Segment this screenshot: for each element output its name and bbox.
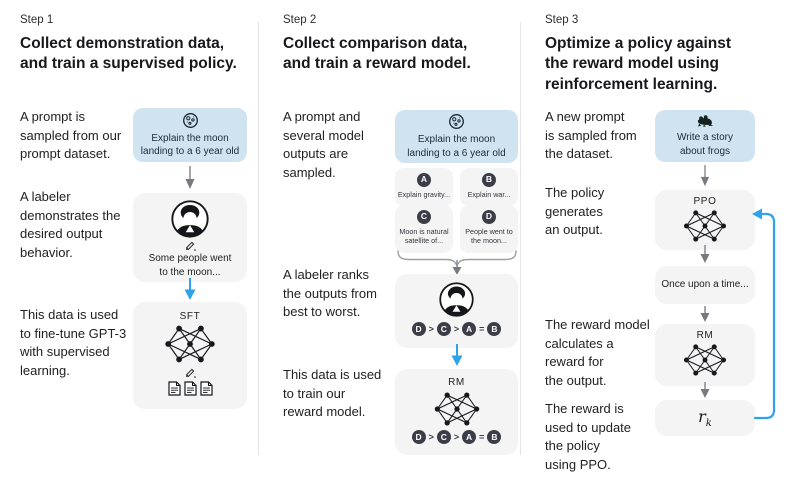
step2-labeler-box: D > C > A = B: [395, 274, 518, 348]
ranking-row: D > C > A = B: [411, 430, 502, 444]
step3-caption-update: The reward is used to update the policy …: [545, 401, 632, 473]
output-c-box: C Moon is natural satellite of...: [395, 205, 453, 253]
pencil-icon: [184, 239, 196, 251]
pencil-icon: [184, 366, 196, 378]
feedback-loop-arrow: [752, 208, 776, 420]
rank-item: A: [462, 322, 477, 336]
rank-item: C: [436, 322, 451, 336]
network-icon: [682, 209, 728, 243]
sft-label: SFT: [179, 311, 201, 322]
step3-caption-policy: The policy generates an output.: [545, 185, 605, 238]
step3-label: Step 3: [545, 14, 579, 26]
step2-caption-ranks: A labeler ranks the outputs from best to…: [283, 267, 377, 320]
step3-prompt-box: Write a story about frogs: [655, 110, 755, 162]
step1-prompt-text: Explain the moon landing to a 6 year old: [140, 132, 240, 158]
step2-prompt-box: Explain the moon landing to a 6 year old: [395, 110, 518, 163]
rank-separator: >: [428, 432, 434, 442]
output-a-badge: A: [417, 173, 431, 187]
output-d-text: People went to the moon...: [465, 227, 513, 246]
step3-caption-reward-model: The reward model calculates a reward for…: [545, 317, 650, 389]
ppo-label: PPO: [693, 196, 717, 207]
step2-caption-prompt: A prompt and several model outputs are s…: [283, 109, 364, 181]
rank-item: D: [411, 322, 426, 336]
rank-item: C: [436, 430, 451, 444]
column-divider: [258, 22, 259, 455]
rank-item: D: [411, 430, 426, 444]
arrow-down-icon: [183, 165, 197, 191]
output-d-box: D People went to the moon...: [460, 205, 518, 253]
document-icon: [184, 381, 197, 396]
rank-item: B: [487, 322, 502, 336]
rank-item: B: [487, 430, 502, 444]
network-icon: [682, 343, 728, 377]
step3-caption-prompt: A new prompt is sampled from the dataset…: [545, 109, 637, 162]
network-icon: [433, 391, 481, 427]
step3-title: Optimize a policy against the reward mod…: [545, 35, 732, 93]
rank-separator: =: [479, 432, 485, 442]
step1-caption-labeler: A labeler demonstrates the desired outpu…: [20, 189, 121, 261]
rank-separator: >: [453, 324, 460, 334]
step1-labeler-box: Some people went to the moon...: [133, 193, 247, 282]
step3-reward-box: rk: [655, 400, 755, 436]
step1-label: Step 1: [20, 14, 54, 26]
step1-prompt-box: Explain the moon landing to a 6 year old: [133, 108, 247, 162]
moon-icon: [182, 112, 199, 129]
output-c-text: Moon is natural satellite of...: [399, 227, 449, 246]
rank-separator: =: [479, 324, 485, 334]
arrow-down-icon: [452, 260, 462, 275]
column-divider: [520, 22, 521, 455]
rm-label: RM: [696, 330, 714, 341]
arrow-down-blue-icon: [450, 343, 464, 367]
network-icon: [164, 324, 216, 364]
arrow-down-icon: [700, 382, 710, 398]
output-b-box: B Explain war...: [460, 168, 518, 206]
step2-caption-train: This data is used to train our reward mo…: [283, 367, 382, 420]
output-c-badge: C: [417, 210, 431, 224]
step1-sft-box: SFT: [133, 302, 247, 409]
reward-value: rk: [698, 406, 712, 430]
ranking-row: D > C > A = B: [411, 322, 502, 336]
rm-label: RM: [448, 377, 465, 388]
document-icon: [200, 381, 213, 396]
arrow-down-icon: [698, 164, 712, 188]
step2-label: Step 2: [283, 14, 317, 26]
document-icon: [168, 381, 181, 396]
output-d-badge: D: [482, 210, 496, 224]
step3-output-text: Once upon a time...: [661, 279, 749, 291]
rank-separator: >: [428, 324, 434, 334]
output-a-box: A Explain gravity...: [395, 168, 453, 206]
step1-caption-finetune: This data is used to fine-tune GPT-3 wit…: [20, 307, 127, 379]
frog-icon: [696, 114, 715, 128]
labeler-avatar-icon: [439, 282, 474, 317]
step2-prompt-text: Explain the moon landing to a 6 year old: [407, 134, 506, 159]
rank-separator: >: [453, 432, 460, 442]
output-a-text: Explain gravity...: [397, 190, 451, 199]
step3-rm-box: RM: [655, 324, 755, 386]
step1-caption-prompt: A prompt is sampled from our prompt data…: [20, 109, 122, 162]
documents-row: [168, 381, 213, 396]
step3-prompt-text: Write a story about frogs: [677, 132, 733, 157]
moon-icon: [448, 113, 465, 130]
arrow-down-blue-icon: [183, 277, 197, 301]
arrow-down-icon: [700, 245, 710, 263]
output-b-badge: B: [482, 173, 496, 187]
step1-demo-output: Some people went to the moon...: [148, 253, 232, 278]
output-b-text: Explain war...: [467, 190, 511, 199]
arrow-down-icon: [700, 306, 710, 322]
step2-rm-box: RM D > C > A = B: [395, 369, 518, 455]
labeler-avatar-icon: [171, 200, 209, 238]
step3-ppo-box: PPO: [655, 190, 755, 250]
step3-output-box: Once upon a time...: [655, 266, 755, 304]
rank-item: A: [462, 430, 477, 444]
step1-title: Collect demonstration data, and train a …: [20, 35, 237, 73]
step2-title: Collect comparison data, and train a rew…: [283, 35, 471, 73]
